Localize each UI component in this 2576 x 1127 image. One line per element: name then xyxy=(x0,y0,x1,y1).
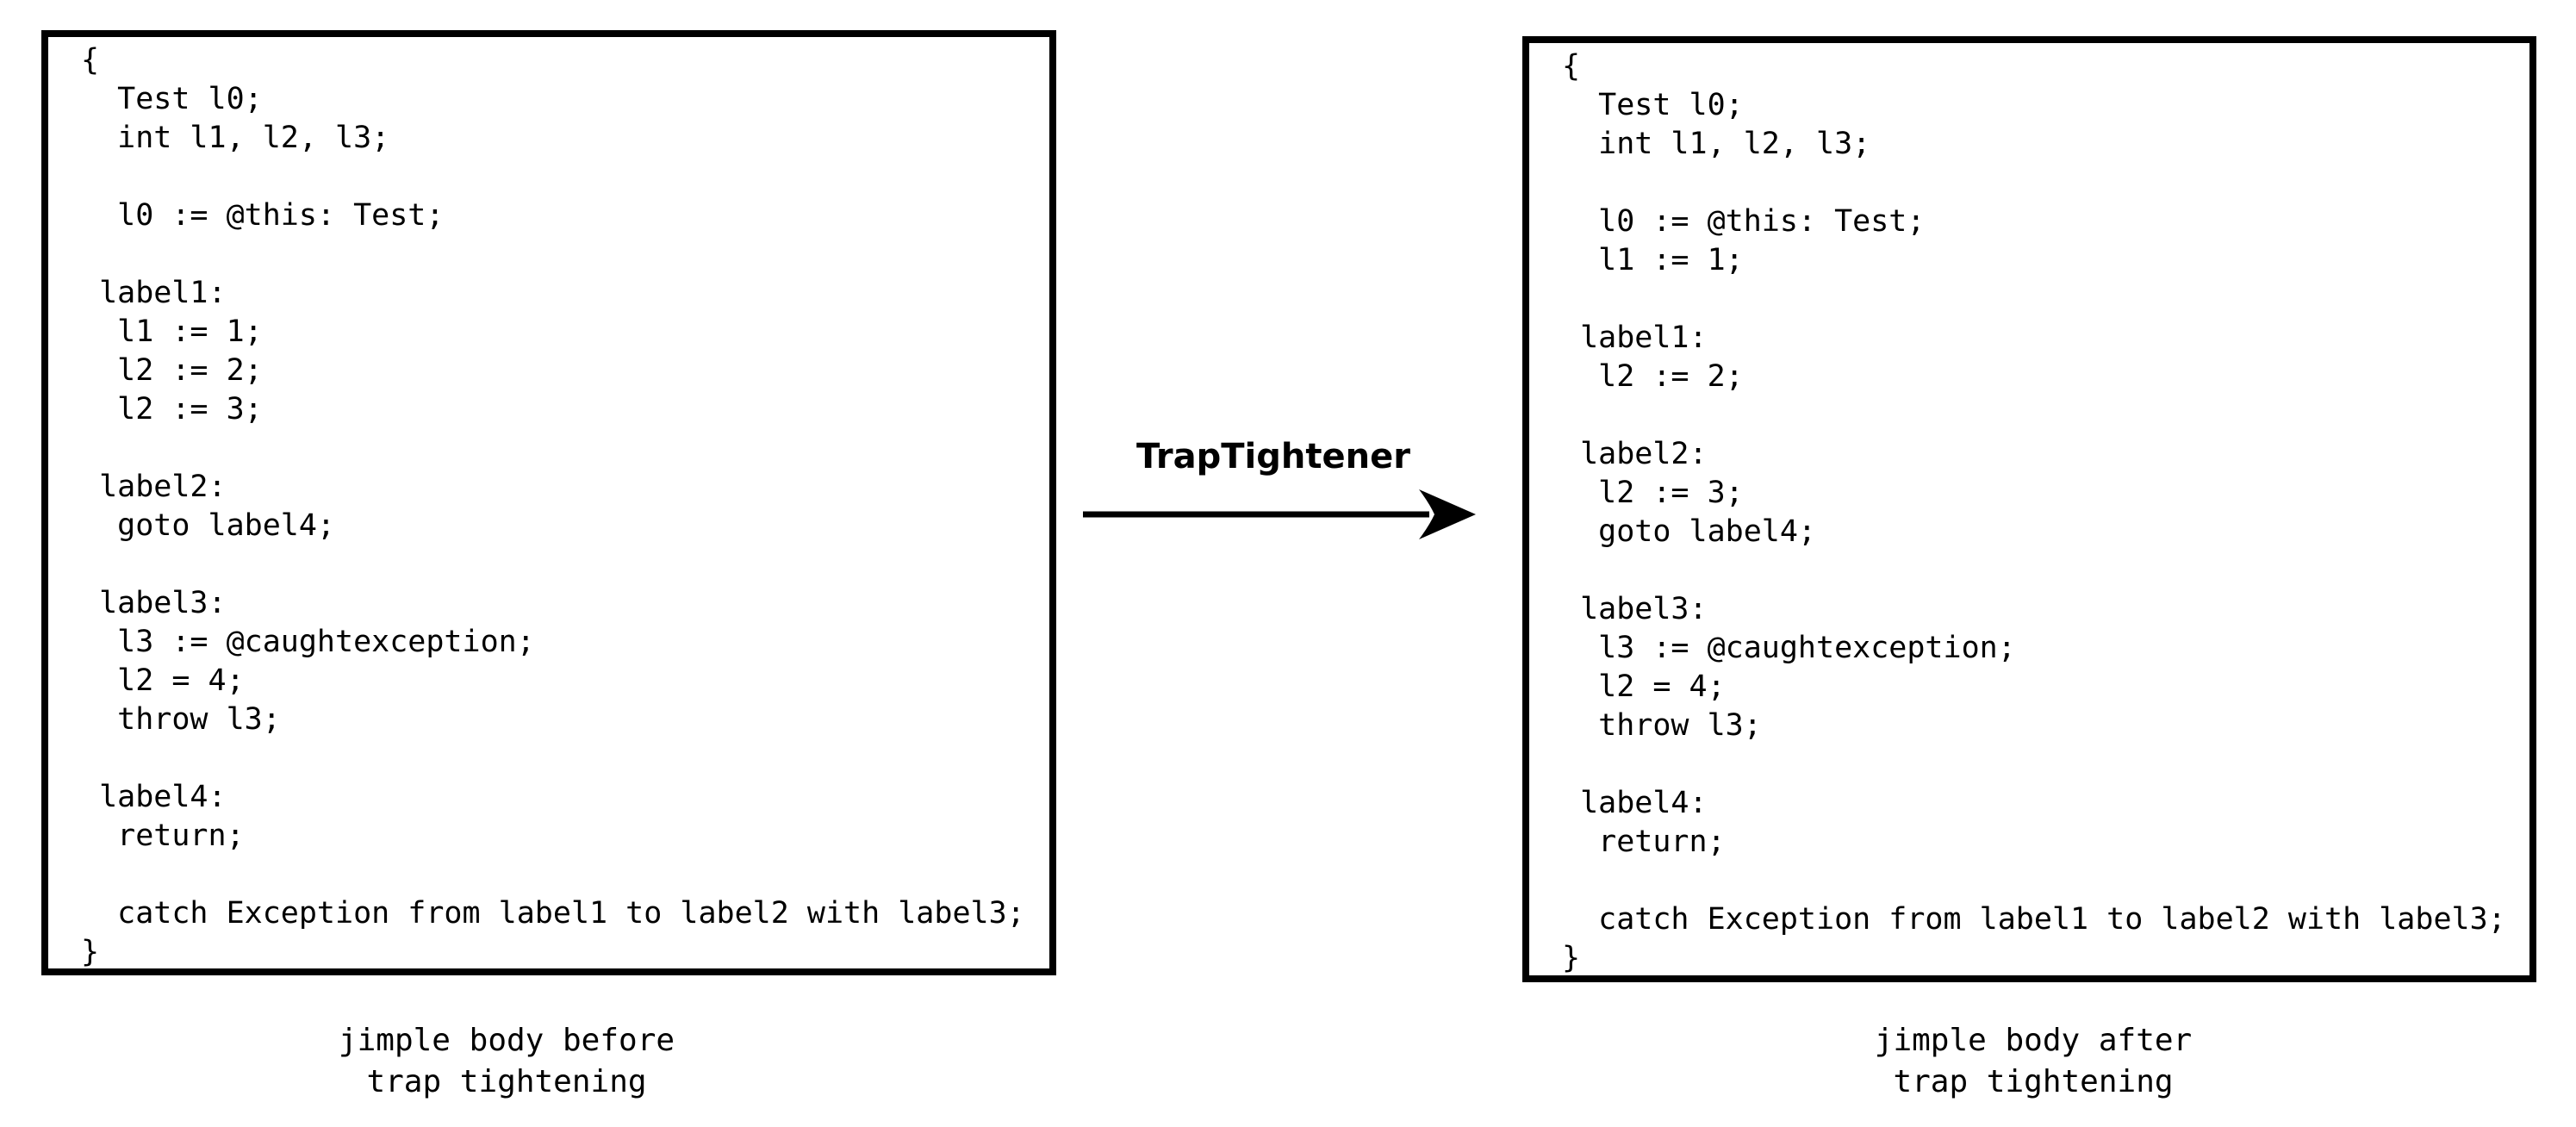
code-box-before: { Test l0; int l1, l2, l3; l0 := @this: … xyxy=(41,30,1056,975)
code-box-after: { Test l0; int l1, l2, l3; l0 := @this: … xyxy=(1522,36,2536,982)
jimple-code-after: { Test l0; int l1, l2, l3; l0 := @this: … xyxy=(1562,49,2506,975)
caption-before-line1: jimple body before xyxy=(338,1023,675,1058)
transform-label: TrapTightener xyxy=(1136,437,1410,476)
caption-before-line2: trap tightening xyxy=(366,1064,647,1099)
right-arrow-icon xyxy=(1083,489,1476,539)
caption-before: jimple body before trap tightening xyxy=(179,1020,834,1103)
caption-after: jimple body after trap tightening xyxy=(1706,1020,2361,1103)
caption-after-line2: trap tightening xyxy=(1893,1064,2174,1099)
caption-after-line1: jimple body after xyxy=(1874,1023,2193,1058)
jimple-code-before: { Test l0; int l1, l2, l3; l0 := @this: … xyxy=(81,43,1025,969)
